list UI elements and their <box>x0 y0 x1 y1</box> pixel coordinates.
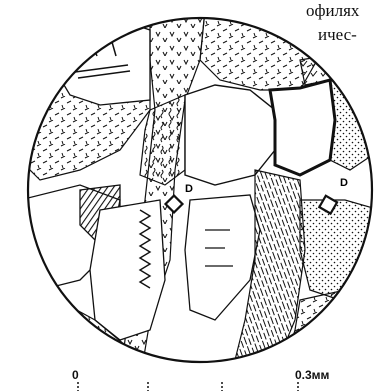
dotted-region-lower-right <box>300 200 380 300</box>
clear-grain-center <box>185 85 275 185</box>
scale-bar <box>78 382 298 391</box>
marker-label-right: D <box>340 177 348 189</box>
field-of-view <box>20 10 380 380</box>
clear-grain-upper-left <box>55 20 150 105</box>
marker-label-left: D <box>185 183 193 195</box>
scale-start-label: 0 <box>72 369 79 381</box>
scale-end-label: 0.3мм <box>295 369 329 381</box>
clear-grain-lower-left <box>90 200 165 340</box>
dashed-region-upper-right <box>200 10 320 90</box>
dotted-region-upper-right <box>330 80 380 170</box>
clear-grain-right <box>270 80 335 175</box>
